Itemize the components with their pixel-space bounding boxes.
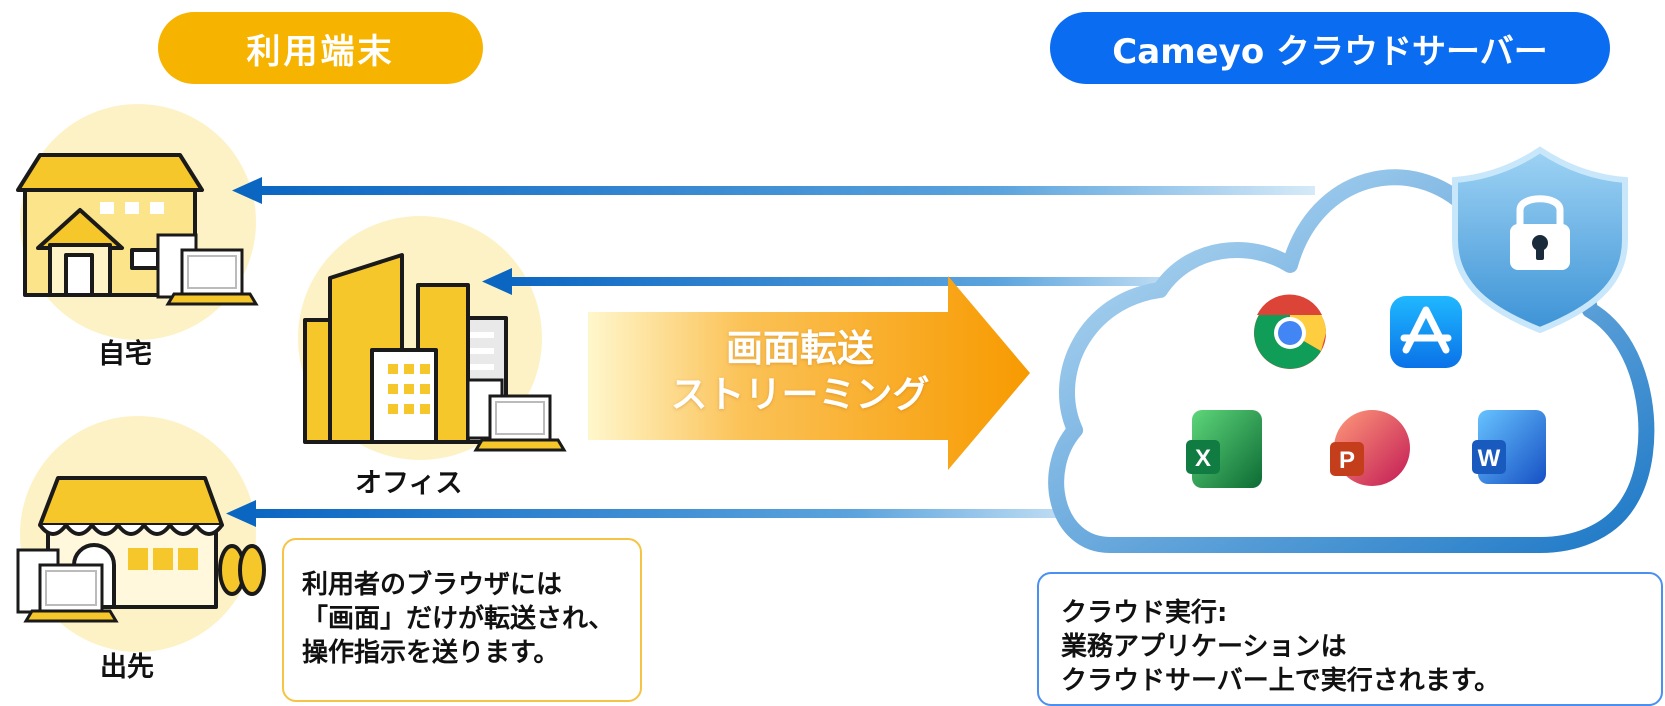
cloud-server-header-label: Cameyo クラウドサーバー — [1112, 31, 1548, 72]
browser-note-line: 「画面」だけが転送され、 — [302, 604, 615, 634]
app-store-icon — [1390, 296, 1462, 368]
cloud-execution-note-line: クラウド実行: — [1061, 598, 1228, 628]
browser-note: 利用者のブラウザには 「画面」だけが転送され、 操作指示を送ります。 — [282, 538, 642, 702]
response-arrow-office — [482, 268, 1205, 295]
cloud-server-header-pill: Cameyo クラウドサーバー — [1050, 12, 1610, 84]
excel-icon: X — [1186, 410, 1262, 488]
word-letter: W — [1478, 445, 1501, 472]
streaming-label-line1: 画面転送 — [726, 327, 874, 370]
response-arrow-home — [232, 177, 1315, 204]
response-arrow-outing — [226, 500, 1110, 527]
cloud-execution-note: クラウド実行: 業務アプリケーションは クラウドサーバー上で実行されます。 — [1037, 572, 1663, 706]
location-label-home: 自宅 — [98, 339, 152, 370]
devices-header-label: 利用端末 — [246, 31, 395, 72]
streaming-arrow — [588, 276, 1030, 470]
location-label-outing: 出先 — [100, 652, 154, 683]
cloud-execution-note-line: 業務アプリケーションは — [1061, 632, 1347, 662]
excel-letter: X — [1195, 445, 1211, 472]
home-laptop-icon — [156, 233, 259, 306]
powerpoint-icon: P — [1330, 410, 1410, 486]
browser-note-line: 操作指示を送ります。 — [302, 638, 560, 668]
word-icon: W — [1472, 410, 1546, 484]
browser-note-line: 利用者のブラウザには — [302, 570, 563, 600]
chrome-icon — [1254, 294, 1326, 369]
security-shield-icon — [1452, 146, 1628, 334]
cloud-execution-note-line: クラウドサーバー上で実行されます。 — [1061, 666, 1501, 696]
devices-header-pill: 利用端末 — [158, 12, 483, 84]
powerpoint-letter: P — [1339, 447, 1355, 474]
location-label-office: オフィス — [355, 468, 463, 499]
streaming-label-line2: ストリーミング — [670, 373, 930, 416]
outing-laptop-icon — [16, 548, 119, 623]
office-laptop-icon — [466, 378, 567, 452]
